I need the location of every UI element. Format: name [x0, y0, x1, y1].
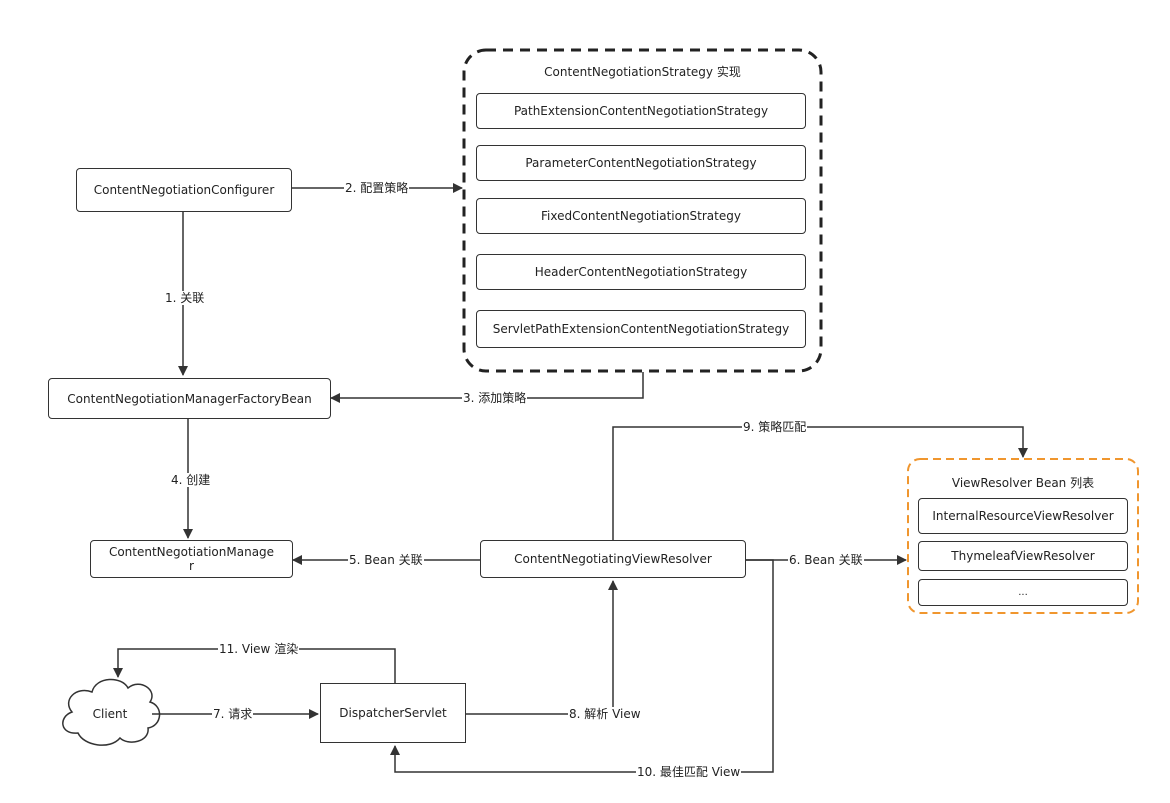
viewresolver-item-internal-resource[interactable]: InternalResourceViewResolver [918, 498, 1128, 534]
strategy-group-border [462, 48, 823, 373]
node-factory-bean[interactable]: ContentNegotiationManagerFactoryBean [48, 378, 331, 419]
viewresolver-group-title: ViewResolver Bean 列表 [951, 476, 1095, 490]
edge-10-label: 10. 最佳匹配 View [636, 765, 742, 779]
edge-3-label: 3. 添加策略 [462, 391, 528, 405]
edge-9-line [612, 426, 1028, 540]
strategy-item-path-extension[interactable]: PathExtensionContentNegotiationStrategy [476, 93, 806, 129]
edge-4-label: 4. 创建 [170, 473, 212, 487]
node-negotiating-resolver[interactable]: ContentNegotiatingViewResolver [480, 540, 746, 578]
edge-8-line [466, 580, 618, 715]
edge-11-label: 11. View 渲染 [218, 642, 300, 656]
edge-10-line [390, 559, 774, 773]
client-cloud-shape [62, 678, 161, 746]
viewresolver-item-more[interactable]: ... [918, 579, 1128, 606]
strategy-item-fixed[interactable]: FixedContentNegotiationStrategy [476, 198, 806, 234]
edge-7-label: 7. 请求 [212, 707, 254, 721]
strategy-item-parameter[interactable]: ParameterContentNegotiationStrategy [476, 145, 806, 181]
node-dispatcher-servlet[interactable]: DispatcherServlet [320, 683, 466, 743]
edge-5-label: 5. Bean 关联 [348, 553, 424, 567]
edge-9-label: 9. 策略匹配 [742, 420, 808, 434]
edge-1-label: 1. 关联 [164, 291, 206, 305]
edge-2-label: 2. 配置策略 [344, 181, 410, 195]
node-manager[interactable]: ContentNegotiationManager [90, 540, 293, 578]
node-client[interactable]: Client [92, 707, 128, 721]
node-configurer[interactable]: ContentNegotiationConfigurer [76, 168, 292, 212]
edge-8-label: 8. 解析 View [568, 707, 642, 721]
viewresolver-item-thymeleaf[interactable]: ThymeleafViewResolver [918, 541, 1128, 571]
strategy-group-title: ContentNegotiationStrategy 实现 [544, 65, 741, 79]
strategy-item-header[interactable]: HeaderContentNegotiationStrategy [476, 254, 806, 290]
strategy-item-servlet-path-extension[interactable]: ServletPathExtensionContentNegotiationSt… [476, 310, 806, 348]
edge-6-label: 6. Bean 关联 [788, 553, 864, 567]
viewresolver-group-border [907, 458, 1139, 614]
edge-3-line [330, 372, 644, 403]
